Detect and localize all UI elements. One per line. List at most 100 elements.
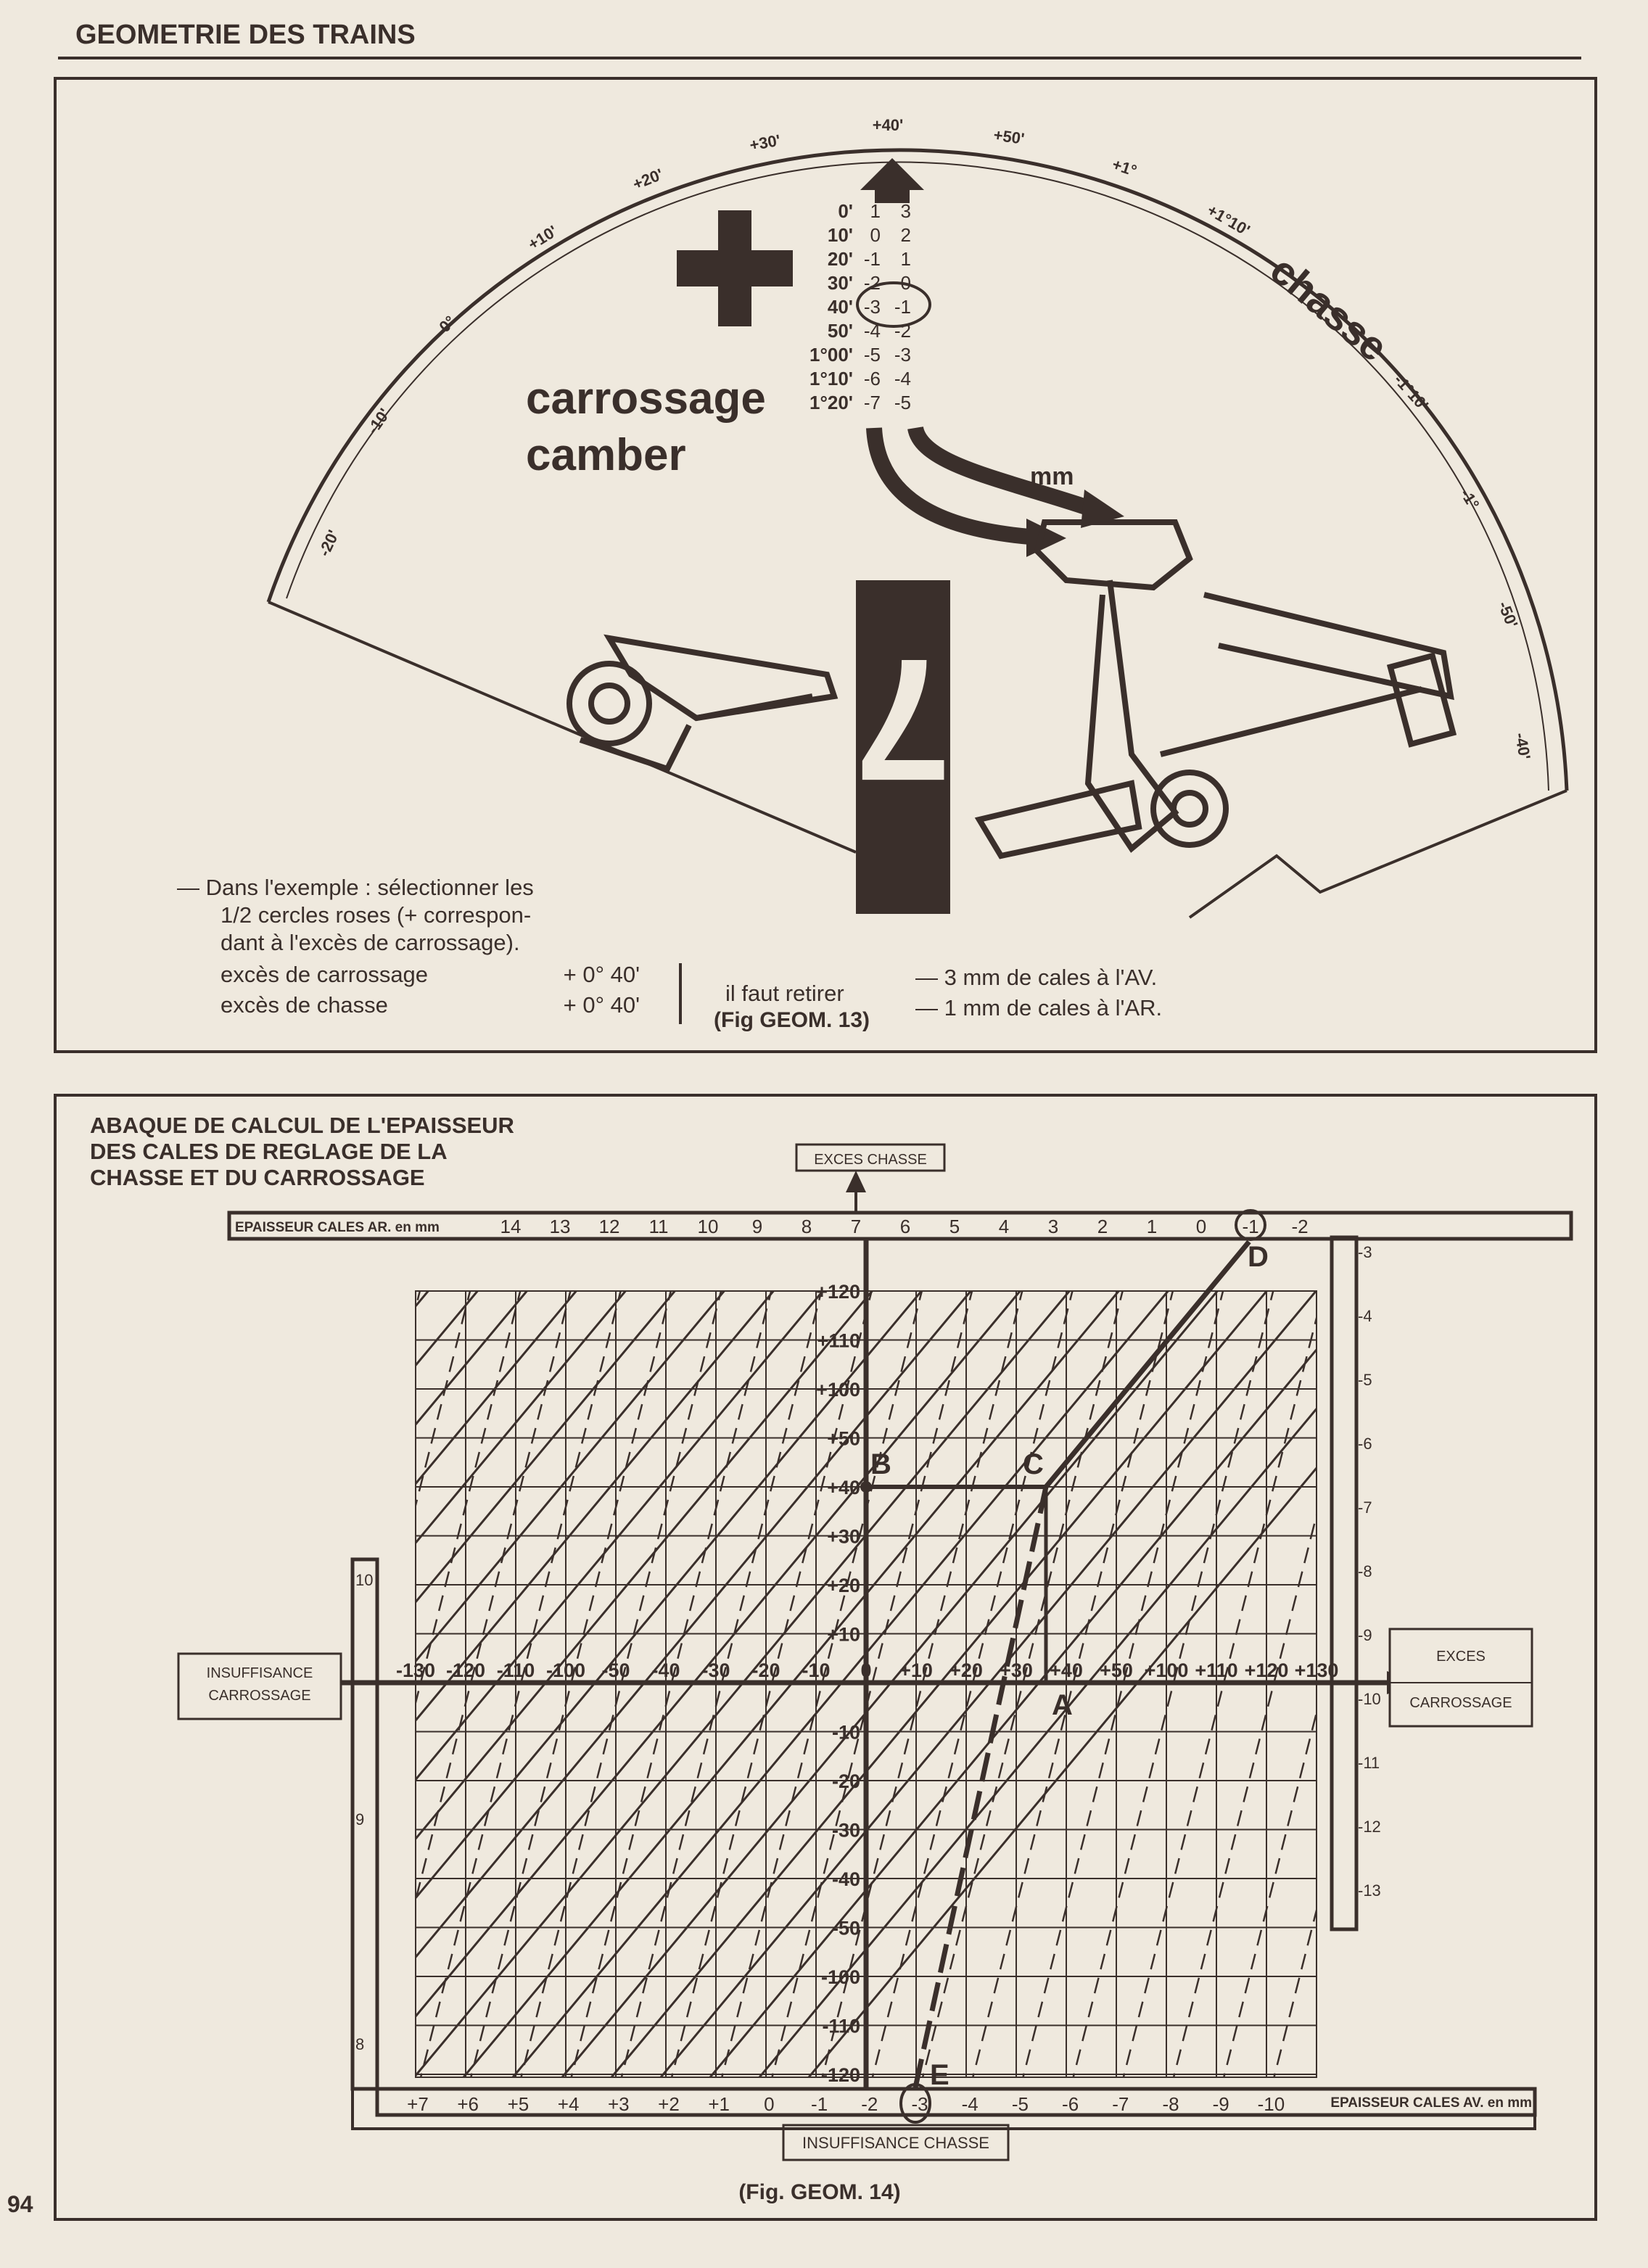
shim-block-glyph: 7 (854, 623, 951, 817)
suspension-left-illustration (566, 634, 839, 772)
camber-axis-tick: -40 (651, 1659, 680, 1681)
arrow-up-icon (860, 158, 924, 203)
rear-shim-tick: -1 (1242, 1216, 1258, 1237)
rear-shim-tick: 11 (649, 1216, 669, 1237)
camber-axis-tick: +50 (1100, 1659, 1133, 1681)
protractor-tick-label: -20' (315, 527, 342, 559)
instruction-line: dant à l'excès de carrossage). (221, 930, 520, 955)
diagonal-rear-shim-line (0, 1237, 177, 2108)
table-front-mm: -7 (864, 392, 881, 413)
diagonal-rear-shim-line (610, 1291, 1269, 2077)
front-shim-scale-label: EPAISSEUR CALES AV. en mm (1330, 2095, 1532, 2111)
diagonal-rear-shim-line (416, 1291, 627, 1545)
segment-e-c (912, 1486, 1049, 2088)
camber-axis-tick: -20 (751, 1659, 780, 1681)
table-angle: 50' (828, 320, 853, 342)
arrow-to-rear-shim (907, 426, 1091, 516)
camber-axis-tick: -110 (497, 1659, 535, 1681)
point-b-marker (860, 1481, 872, 1493)
protractor-tick-label: +10' (524, 222, 560, 254)
camber-axis-tick: -50 (601, 1659, 630, 1681)
rear-shim-tick: 0 (1196, 1216, 1206, 1237)
table-rear-mm: -1 (894, 296, 911, 318)
right-scale-tick: -8 (1358, 1562, 1372, 1580)
rear-shim-tick: 13 (550, 1216, 571, 1237)
right-scale-tick: -4 (1358, 1307, 1372, 1325)
right-scale-tick: -3 (1358, 1243, 1372, 1261)
protractor-tick-label: +1° (1110, 155, 1139, 180)
front-shim-tick: -5 (1012, 2093, 1029, 2115)
point-e-label: E (930, 2059, 949, 2091)
front-shim-tick: +4 (558, 2093, 580, 2115)
protractor-tick-label: +50' (992, 125, 1026, 148)
diagonal-rear-shim-line (416, 1291, 825, 1781)
figure-13-caption: (Fig GEOM. 13) (714, 1008, 870, 1032)
rear-shim-tick: 8 (802, 1216, 812, 1237)
figure-13-frame (54, 77, 1597, 1053)
right-scale-tick: -5 (1358, 1371, 1372, 1389)
arrow-to-front-shim (866, 427, 1031, 545)
instruction-line: — Dans l'exemple : sélectionner les (177, 875, 534, 900)
caster-axis-tick: +10 (827, 1624, 860, 1646)
protractor-arc (266, 148, 1569, 791)
left-scale-tick: 10 (355, 1571, 373, 1589)
front-shim-tick: -9 (1213, 2093, 1229, 2115)
camber-axis-tick: +100 (1145, 1659, 1189, 1681)
table-angle: 1°00' (809, 344, 853, 366)
right-scale-tick: -7 (1358, 1498, 1372, 1517)
diagonal-rear-shim-line (416, 1291, 1071, 2077)
right-scale-tick: -12 (1358, 1818, 1381, 1836)
rear-shim-tick: 2 (1097, 1216, 1108, 1237)
exces-chasse-label: EXCES CHASSE (814, 1152, 927, 1168)
figure-13: -20'-10'0°+10'+20'+30'+40'+50'+1°+1°10'c… (54, 77, 1597, 1053)
front-shim-tick: -1 (811, 2093, 828, 2115)
protractor-base-right (1188, 789, 1567, 919)
nomogram-title: DES CALES DE REGLAGE DE LA (90, 1139, 448, 1164)
camber-axis-tick: +120 (1245, 1659, 1289, 1681)
rear-shim-tick: 10 (698, 1216, 719, 1237)
caster-axis-labels: +120+110+100+50+40+30+20+10-10-20-30-40-… (816, 1281, 860, 2086)
protractor-tick-label: +30' (749, 131, 782, 154)
front-shim-tick: +3 (608, 2093, 630, 2115)
front-shim-tick: -2 (861, 2093, 878, 2115)
camber-axis-tick: +130 (1295, 1659, 1339, 1681)
excess-camber-value: + 0° 40' (564, 962, 640, 987)
diagonal-rear-shim-line (561, 1291, 1219, 2077)
table-rear-mm: -5 (894, 392, 911, 413)
front-shim-scale-bar (375, 2087, 1537, 2117)
diagonal-rear-shim-line (416, 1291, 923, 1900)
rear-shim-tick: 6 (900, 1216, 910, 1237)
front-shim-tick: -7 (1112, 2093, 1129, 2115)
diagonal-front-shim-line (0, 1233, 133, 2089)
left-scale-bar (350, 1557, 379, 2091)
camber-axis-tick: -120 (446, 1659, 485, 1681)
rear-shim-scale-label: EPAISSEUR CALES AR. en mm (235, 1220, 440, 1235)
nomogram-title: CHASSE ET DU CARROSSAGE (90, 1165, 425, 1190)
right-scale-tick: -10 (1358, 1690, 1381, 1708)
result-rear-shims: — 1 mm de cales à l'AR. (915, 995, 1162, 1020)
exces-carrossage-label: CARROSSAGE (1409, 1695, 1512, 1711)
diagonal-rear-shim-line (416, 1291, 874, 1841)
caster-axis-tick: +120 (816, 1281, 860, 1303)
right-scale: -3-4-5-6-7-8-9-10-11-12-13 (1358, 1243, 1381, 1900)
diagonal-front-shim-line (1573, 1233, 1648, 2089)
caster-axis-tick: -30 (832, 1820, 860, 1842)
chasse-label: chasse (1262, 247, 1397, 370)
camber-axis-tick: -10 (802, 1659, 830, 1681)
caster-axis-tick: -50 (832, 1918, 860, 1939)
front-shim-tick: +1 (708, 2093, 730, 2115)
front-shim-tick: -4 (962, 2093, 978, 2115)
insuffisance-carrossage-label: CARROSSAGE (208, 1688, 310, 1704)
table-angle: 20' (828, 248, 853, 270)
plus-icon (677, 210, 793, 326)
table-angle: 30' (828, 272, 853, 294)
caster-axis-tick: +20 (827, 1575, 860, 1596)
diagonal-rear-shim-line (416, 1291, 677, 1604)
rear-shim-tick: 7 (851, 1216, 861, 1237)
table-angle: 10' (828, 224, 853, 246)
diagonal-rear-shim-line (416, 1291, 1022, 2018)
table-front-mm: -6 (864, 368, 881, 389)
diagonal-rear-shim-line (0, 1237, 78, 2108)
left-scale-tick: 8 (355, 2035, 364, 2053)
diagonal-rear-shim-line (807, 1466, 1317, 2077)
